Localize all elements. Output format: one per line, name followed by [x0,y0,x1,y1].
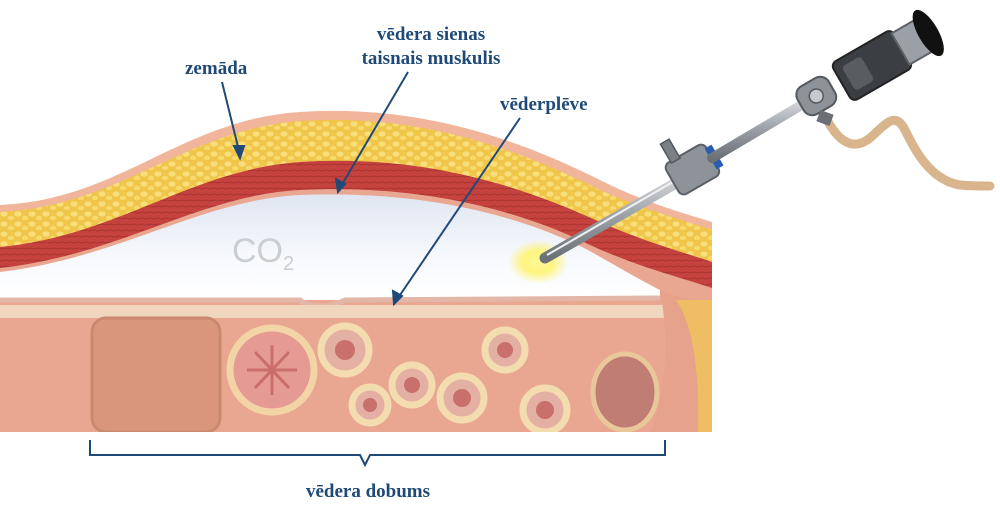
organ-left [92,318,220,432]
light-cable [826,118,990,186]
laparoscope [545,5,990,258]
stomach-folds [247,345,297,395]
label-rectus-line2: taisnais muskulis [362,48,501,69]
cavity-brace [90,440,665,465]
peritoneum-band [0,305,712,318]
label-subcutis: zemāda [185,58,248,79]
label-cavity: vēdera dobums [306,481,430,502]
organ-right [593,354,657,430]
trocar-valve [660,139,680,163]
label-rectus-line1: vēdera sienas [377,24,485,45]
label-peritoneum: vēderplēve [500,94,588,115]
scope-upper-shaft [712,100,810,158]
